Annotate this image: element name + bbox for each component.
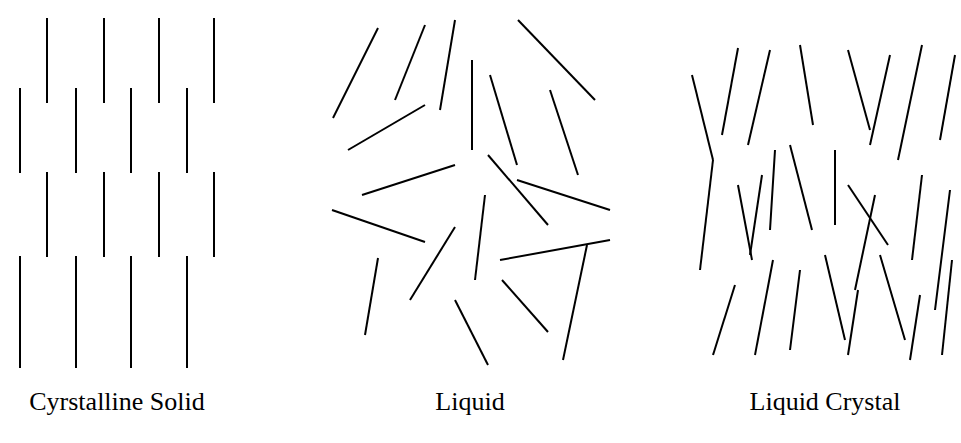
rod-molecule (713, 285, 735, 355)
rod-molecule (186, 256, 188, 368)
rod-molecule (563, 245, 587, 360)
rod-molecule (46, 172, 48, 257)
rod-molecule (471, 60, 473, 150)
rod-molecule (410, 227, 455, 300)
rod-molecule (103, 18, 105, 103)
rod-molecule (158, 172, 160, 257)
phase-label: Liquid Crystal (750, 388, 901, 417)
phase-label: Liquid (435, 388, 504, 417)
rod-molecule (332, 210, 425, 242)
rod-molecule (75, 256, 77, 368)
rod-molecule (158, 18, 160, 103)
rod-molecule (755, 260, 773, 355)
rod-molecule (518, 20, 595, 100)
rod-molecule (333, 28, 378, 118)
rod-molecule (738, 185, 752, 260)
rod-molecule (488, 155, 548, 225)
rod-molecule (500, 240, 610, 260)
rod-molecule (440, 20, 455, 110)
rod-molecule (942, 260, 952, 355)
rod-molecule (722, 48, 738, 135)
rod-molecule (362, 165, 455, 195)
rod-molecule (75, 88, 77, 173)
rod-molecule (750, 175, 762, 255)
rod-molecule (692, 75, 713, 160)
rod-molecule (790, 145, 812, 230)
rod-molecule (19, 256, 21, 368)
rod-molecule (848, 50, 870, 130)
rod-molecule (455, 300, 488, 365)
rod-molecule (940, 55, 955, 140)
rod-molecule (365, 258, 378, 335)
rod-molecule (790, 270, 800, 350)
rod-molecule (19, 88, 21, 173)
rod-molecule (348, 105, 425, 150)
rod-molecule (748, 50, 770, 145)
rod-molecule (910, 295, 920, 360)
rod-molecule (186, 88, 188, 173)
rod-molecule (770, 150, 775, 230)
rod-molecule (517, 180, 610, 210)
rod-molecule (700, 160, 713, 270)
rod-molecule (880, 255, 905, 340)
rod-molecule (898, 45, 922, 160)
rod-molecule (502, 280, 548, 332)
rod-molecule (834, 150, 836, 225)
rod-molecule (855, 195, 875, 290)
rod-molecule (848, 290, 858, 355)
rod-molecule (213, 172, 215, 257)
rod-molecule (825, 255, 845, 340)
rod-molecule (130, 88, 132, 173)
rod-molecule (130, 256, 132, 368)
rod-molecule (490, 75, 517, 165)
phase-label: Cyrstalline Solid (29, 388, 205, 417)
rod-molecule (912, 175, 922, 260)
rod-molecule (800, 45, 813, 125)
rod-molecule (46, 18, 48, 103)
rod-molecule (475, 195, 485, 280)
rod-molecule (550, 90, 578, 175)
rod-molecule (103, 172, 105, 257)
rod-molecule (870, 55, 890, 145)
rod-molecule (395, 25, 425, 100)
rod-molecule (213, 18, 215, 103)
rod-molecule (848, 185, 888, 245)
